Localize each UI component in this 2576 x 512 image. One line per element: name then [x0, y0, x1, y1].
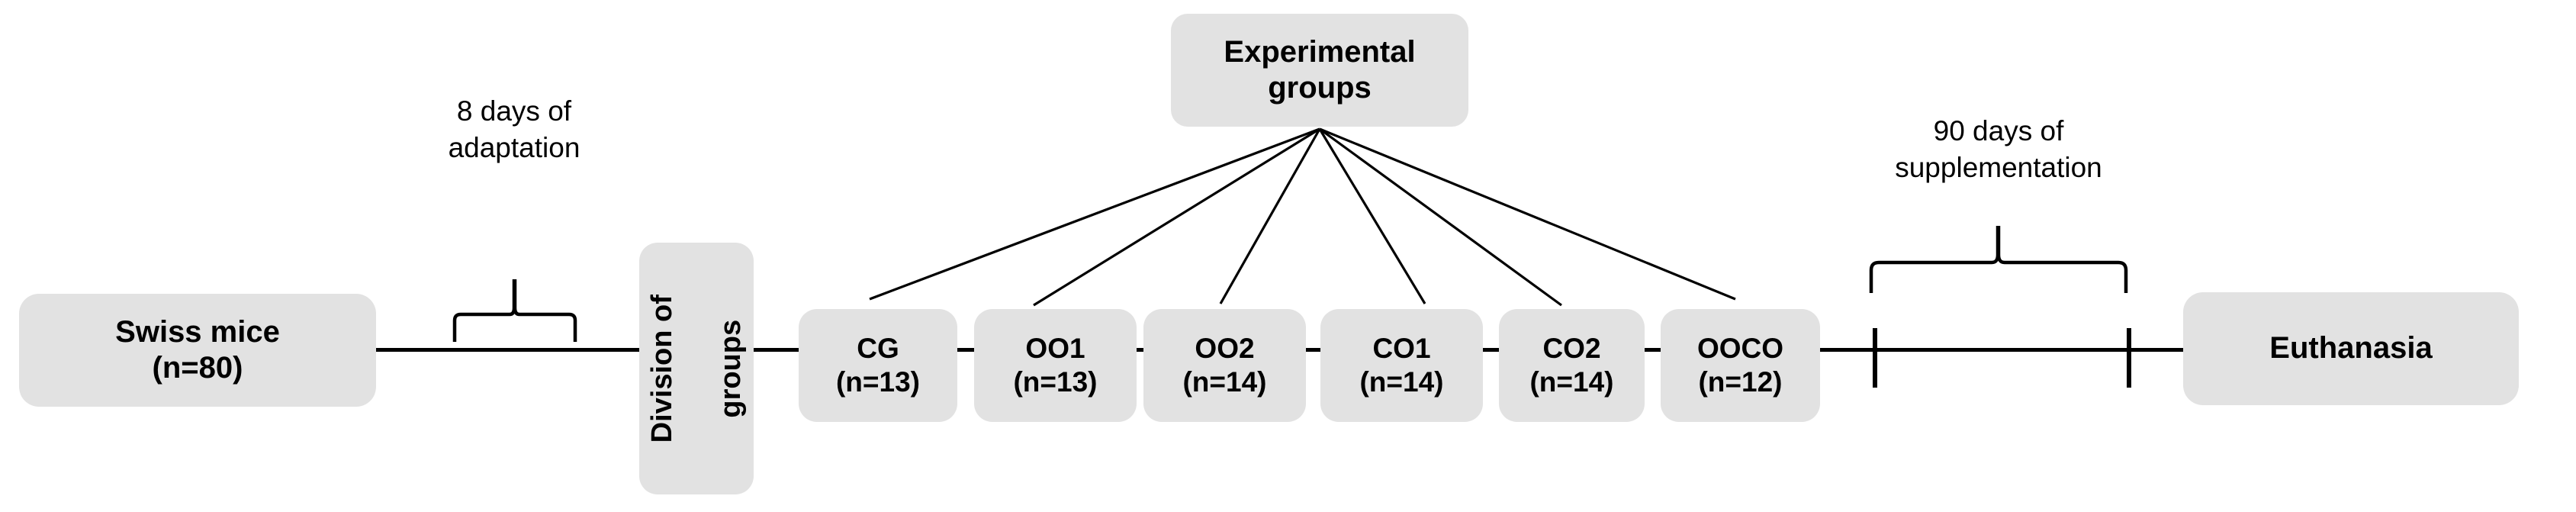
timeline-connector-co2-ooco	[1644, 348, 1661, 352]
fan-line-oo2	[1219, 128, 1321, 304]
group-ooco-count: (n=12)	[1698, 366, 1783, 398]
fan-line-co1	[1318, 128, 1426, 304]
experimental-groups-line1: Experimental	[1224, 34, 1416, 69]
supplementation-label: 90 days of supplementation	[1823, 113, 2174, 186]
swiss-mice-count: (n=80)	[152, 351, 243, 385]
node-swiss-mice[interactable]: Swiss mice (n=80)	[19, 294, 376, 407]
group-co2-name: CO2	[1542, 333, 1601, 365]
fan-line-ooco	[1319, 127, 1736, 301]
node-experimental-groups-header[interactable]: Experimental groups	[1171, 14, 1468, 127]
supplementation-start-tick	[1873, 328, 1877, 388]
timeline-connector-co1-co2	[1482, 348, 1499, 352]
node-group-oo1[interactable]: OO1 (n=13)	[974, 309, 1137, 422]
timeline-segment-ooco-to-euthanasia	[1819, 348, 2184, 352]
adaptation-brace	[450, 279, 580, 343]
group-cg-count: (n=13)	[835, 366, 920, 398]
group-oo1-name: OO1	[1025, 333, 1085, 365]
supplementation-label-line2: supplementation	[1895, 152, 2102, 184]
timeline-connector-cg-oo1	[956, 348, 974, 352]
supplementation-end-tick	[2127, 328, 2131, 388]
node-euthanasia[interactable]: Euthanasia	[2183, 292, 2519, 405]
node-group-co1[interactable]: CO1 (n=14)	[1320, 309, 1483, 422]
timeline-segment-division-to-cg	[752, 348, 799, 352]
node-division-of-groups[interactable]: Division of groups	[639, 243, 754, 494]
group-oo2-name: OO2	[1195, 333, 1255, 365]
fan-line-cg	[869, 127, 1320, 301]
adaptation-label-line1: 8 days of	[456, 95, 572, 127]
supplementation-brace	[1865, 226, 2132, 296]
group-oo2-count: (n=14)	[1182, 366, 1267, 398]
swiss-mice-label: Swiss mice	[115, 314, 280, 349]
adaptation-label-line2: adaptation	[448, 132, 580, 164]
timeline-segment-start-to-division	[376, 348, 641, 352]
timeline-connector-oo2-co1	[1304, 348, 1321, 352]
node-group-ooco[interactable]: OOCO (n=12)	[1661, 309, 1820, 422]
group-co1-name: CO1	[1372, 333, 1431, 365]
fan-line-co2	[1319, 127, 1562, 307]
node-group-cg[interactable]: CG (n=13)	[799, 309, 957, 422]
euthanasia-label: Euthanasia	[2269, 331, 2433, 365]
group-co2-count: (n=14)	[1529, 366, 1614, 398]
node-group-co2[interactable]: CO2 (n=14)	[1499, 309, 1645, 422]
node-group-oo2[interactable]: OO2 (n=14)	[1143, 309, 1306, 422]
group-ooco-name: OOCO	[1696, 333, 1784, 365]
adaptation-label: 8 days of adaptation	[388, 93, 640, 166]
supplementation-label-line1: 90 days of	[1933, 115, 2064, 147]
experimental-groups-line2: groups	[1268, 71, 1372, 105]
fan-line-oo1	[1033, 127, 1320, 307]
group-co1-count: (n=14)	[1359, 366, 1444, 398]
group-oo1-count: (n=13)	[1013, 366, 1098, 398]
group-cg-name: CG	[857, 333, 899, 365]
